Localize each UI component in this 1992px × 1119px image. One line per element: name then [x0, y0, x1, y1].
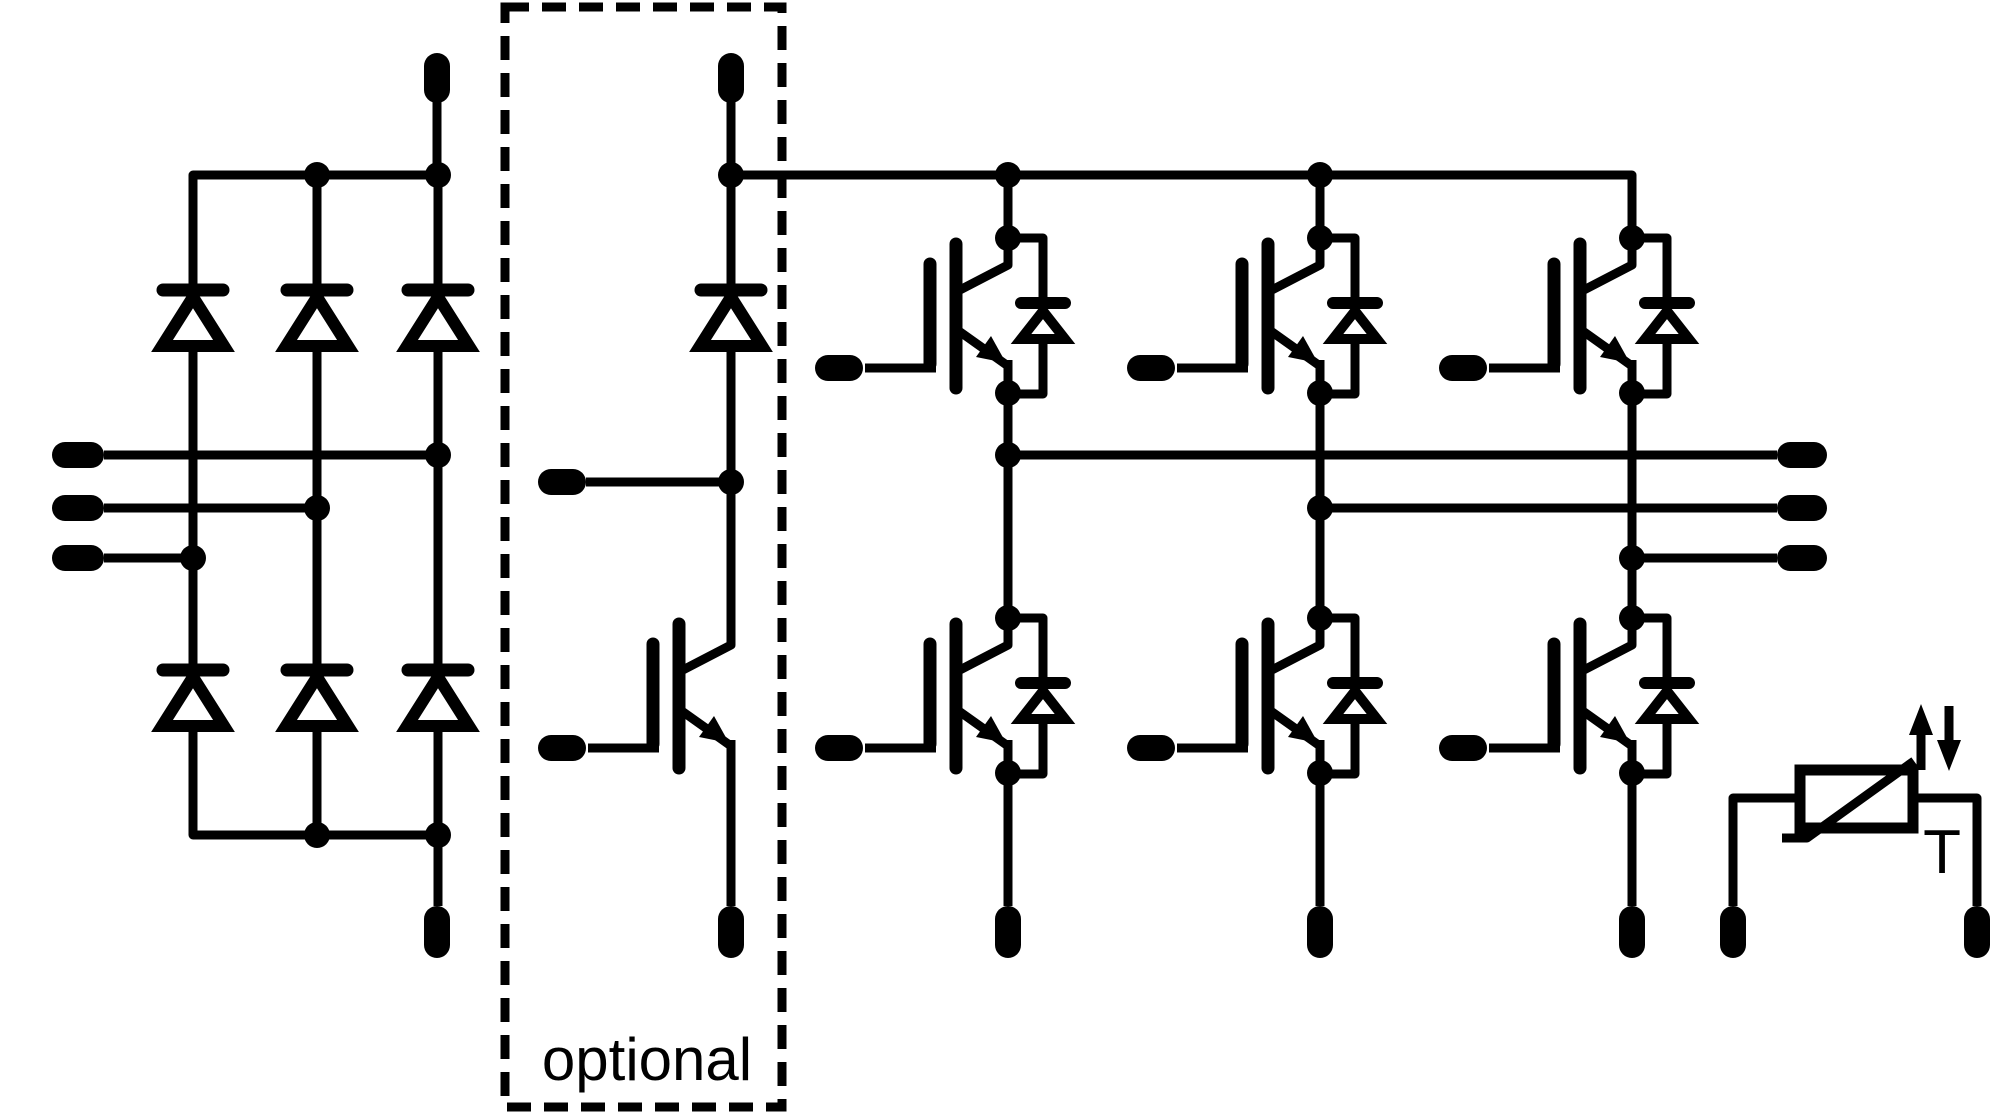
rectifier-diode-icon — [162, 670, 224, 726]
chopper-igbt-icon — [588, 618, 731, 774]
optional-label: optional — [542, 1026, 752, 1093]
brake-resistor-pin — [538, 469, 586, 495]
leg2-high-diode-icon — [1320, 238, 1377, 394]
dc-plus-bus — [731, 170, 1637, 238]
leg1-high-igbt-icon — [865, 238, 1008, 394]
ac-input-pin-3 — [52, 545, 104, 571]
leg3-low-diode-icon — [1632, 618, 1689, 774]
leg1-low-diode-icon — [1008, 618, 1065, 774]
chopper-gate-pin — [538, 735, 586, 761]
chopper-dc-minus-pin — [718, 906, 744, 958]
leg1-dc-minus-pin — [995, 906, 1021, 958]
leg1-low-gate-pin — [815, 735, 863, 761]
leg2-high-igbt-icon — [1177, 238, 1320, 394]
rectifier-dc-minus-pin — [424, 906, 450, 958]
phase-output-pin-3 — [1777, 545, 1827, 571]
leg3-dc-minus-pin — [1619, 906, 1645, 958]
leg3-high-igbt-icon — [1489, 238, 1632, 394]
rectifier-top-bus — [188, 170, 438, 290]
optional-section-box — [500, 2, 787, 1112]
leg1-low-igbt-icon — [865, 618, 1008, 774]
leg2-dc-minus-pin — [1307, 906, 1333, 958]
thermistor-pin-1 — [1720, 906, 1746, 958]
brake-chopper — [538, 53, 762, 958]
chopper-dc-plus-pin — [718, 53, 744, 103]
ac-input-pin-2 — [52, 495, 104, 521]
inverter-leg-1 — [815, 175, 1777, 958]
ac-input-lines — [104, 450, 438, 563]
inverter-leg-3 — [1439, 225, 1777, 958]
phase-output-pin-2 — [1777, 495, 1827, 521]
rectifier-diode-icon — [407, 290, 469, 346]
ac-input-pin-1 — [52, 442, 104, 468]
phase-output-pin-1 — [1777, 442, 1827, 468]
leg1-high-gate-pin — [815, 355, 863, 381]
leg3-high-gate-pin — [1439, 355, 1487, 381]
leg3-high-diode-icon — [1632, 238, 1689, 394]
thermistor-leads — [1728, 793, 1982, 906]
inverter-leg-2 — [1127, 175, 1777, 958]
leg3-low-igbt-icon — [1489, 618, 1632, 774]
rectifier-upper-legs — [312, 175, 443, 290]
rectifier-dc-plus-pin — [424, 53, 450, 103]
leg2-low-gate-pin — [1127, 735, 1175, 761]
thermistor-diagonal-icon — [1782, 757, 1917, 843]
thermistor-sensor: T — [1720, 704, 1990, 958]
three-phase-rectifier — [52, 53, 469, 958]
rectifier-diode-icon — [162, 290, 224, 346]
chopper-diode-icon — [700, 290, 762, 346]
up-down-arrows-icon — [1909, 704, 1961, 771]
leg2-low-diode-icon — [1320, 618, 1377, 774]
rectifier-bottom-bus — [188, 726, 443, 906]
thermistor-label: T — [1923, 818, 1961, 887]
leg2-high-gate-pin — [1127, 355, 1175, 381]
rectifier-diode-icon — [286, 670, 348, 726]
leg2-low-igbt-icon — [1177, 618, 1320, 774]
rectifier-diode-icon — [407, 670, 469, 726]
leg1-high-diode-icon — [1008, 238, 1065, 394]
leg3-low-gate-pin — [1439, 735, 1487, 761]
thermistor-pin-2 — [1964, 906, 1990, 958]
rectifier-diode-icon — [286, 290, 348, 346]
